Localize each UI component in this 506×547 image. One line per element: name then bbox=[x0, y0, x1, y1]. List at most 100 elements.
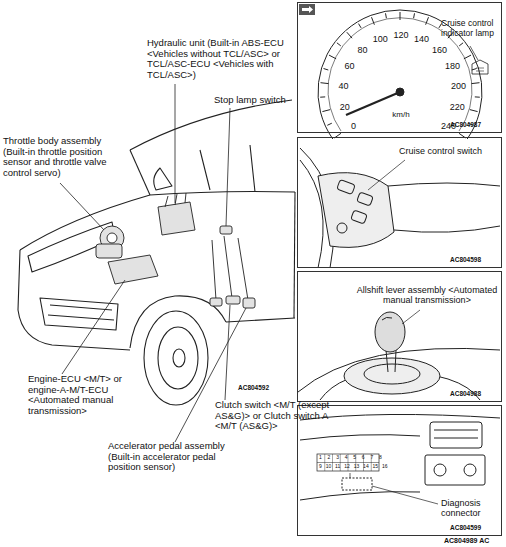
shift-lever bbox=[375, 312, 405, 352]
dashboard bbox=[350, 473, 351, 478]
component-parts bbox=[158, 202, 195, 235]
pin-number: 1 2 3 4 5 6 7 8 bbox=[319, 455, 382, 461]
wheel bbox=[144, 311, 208, 405]
part-label: Cruise control switch bbox=[399, 146, 482, 156]
speedometer bbox=[322, 110, 330, 112]
leader-line bbox=[226, 108, 230, 226]
speedometer bbox=[396, 88, 404, 96]
part-label: Accelerator pedal assembly (Built-in acc… bbox=[108, 441, 243, 473]
scale-number: 0 bbox=[351, 121, 356, 131]
component-parts bbox=[212, 236, 248, 300]
panel-icon bbox=[299, 4, 315, 15]
part-label: Clutch switch <M/T (except AS&G)> or Clu… bbox=[215, 400, 333, 432]
dashboard bbox=[300, 492, 420, 500]
shift-lever bbox=[382, 317, 392, 320]
leader-line bbox=[225, 305, 230, 400]
scale-number: 40 bbox=[338, 81, 348, 91]
speedometer bbox=[347, 32, 352, 38]
dashboard bbox=[434, 464, 446, 476]
leader-line bbox=[62, 280, 125, 374]
speedometer bbox=[475, 96, 480, 97]
scale-number: 120 bbox=[393, 30, 408, 40]
speedometer bbox=[464, 55, 471, 59]
speedometer bbox=[329, 55, 336, 59]
part-label: Stop lamp switch bbox=[214, 95, 286, 106]
speedometer bbox=[359, 24, 362, 28]
speedometer bbox=[400, 12, 401, 20]
dashboard bbox=[425, 455, 485, 485]
dashboard bbox=[300, 414, 500, 504]
shift-lever bbox=[298, 310, 500, 400]
shift-lever bbox=[364, 364, 420, 384]
dashboard bbox=[464, 464, 476, 476]
figure-code: AC804598 bbox=[450, 256, 481, 263]
component-parts bbox=[210, 298, 222, 306]
figure-code: AC804989 AC bbox=[444, 537, 489, 545]
component-parts bbox=[108, 255, 158, 284]
part-label: Hydraulic unit (Built-in ABS-ECU <Vehicl… bbox=[147, 38, 295, 81]
dashboard bbox=[434, 430, 478, 438]
pin-number: 9 10 11 12 13 14 15 16 bbox=[319, 464, 388, 470]
component-parts bbox=[243, 298, 255, 308]
scale-number: 140 bbox=[414, 34, 429, 44]
car-body bbox=[40, 298, 118, 330]
panel-icon bbox=[302, 6, 313, 13]
car-body bbox=[294, 192, 295, 318]
scale-number: 20 bbox=[340, 102, 350, 112]
car-body bbox=[226, 318, 295, 322]
car-body bbox=[20, 195, 150, 250]
shift-lever bbox=[344, 358, 440, 394]
speedometer bbox=[472, 60, 488, 74]
component-parts bbox=[96, 244, 122, 258]
speedometer bbox=[385, 13, 387, 18]
figure-panel: 1 2 3 4 5 6 7 8 9 10 11 12 13 14 15 16 Dia… bbox=[297, 405, 502, 536]
component-parts bbox=[96, 193, 255, 308]
unit-label: km/h bbox=[392, 111, 409, 120]
component-parts bbox=[226, 296, 240, 304]
part-label: Throttle body assembly (Built-in throttl… bbox=[3, 136, 128, 179]
dashboard bbox=[342, 478, 372, 490]
figure-code: AC804987 bbox=[450, 121, 481, 128]
scale-number: 80 bbox=[357, 45, 367, 55]
speedometer bbox=[337, 43, 341, 46]
part-label: Diagnosis connector bbox=[441, 498, 501, 518]
speedometer bbox=[470, 46, 478, 60]
speedometer bbox=[327, 123, 332, 125]
scale-number: 200 bbox=[451, 81, 466, 91]
figure-code: AC804988 bbox=[450, 390, 481, 397]
component-parts bbox=[220, 226, 232, 234]
car-body bbox=[154, 168, 172, 190]
speedometer bbox=[459, 43, 463, 46]
speedometer bbox=[324, 69, 329, 71]
scale-number: 100 bbox=[373, 34, 388, 44]
car-body bbox=[48, 305, 114, 320]
steering-wheel bbox=[300, 148, 500, 268]
steering-wheel bbox=[368, 160, 405, 190]
dashboard bbox=[430, 422, 482, 448]
speedometer bbox=[320, 96, 325, 97]
steering-wheel bbox=[394, 226, 500, 232]
panel-icon bbox=[299, 4, 315, 15]
figure-panel: 020406080100120140160180200220240km/hCru… bbox=[297, 2, 502, 133]
car-body bbox=[130, 150, 150, 195]
speedometer bbox=[472, 69, 477, 71]
leader-line bbox=[60, 183, 104, 230]
part-label: Cruise control indicator lamp bbox=[441, 19, 503, 38]
dashboard bbox=[300, 414, 500, 420]
speedometer bbox=[426, 17, 429, 25]
figure-panel: Cruise control switchAC804598 bbox=[297, 137, 502, 268]
leader-line bbox=[175, 84, 176, 203]
dashboard bbox=[372, 486, 438, 504]
car-body bbox=[130, 100, 292, 150]
speedometer bbox=[346, 92, 400, 115]
shift-lever bbox=[402, 310, 420, 324]
steering-wheel bbox=[337, 223, 347, 233]
figure-panel: Allshift lever assembly <Automated manua… bbox=[297, 271, 502, 402]
component-parts bbox=[107, 233, 117, 243]
car-body bbox=[150, 191, 295, 195]
speedometer bbox=[472, 82, 480, 84]
scale-number: 180 bbox=[445, 61, 460, 71]
dashboard bbox=[300, 435, 420, 440]
